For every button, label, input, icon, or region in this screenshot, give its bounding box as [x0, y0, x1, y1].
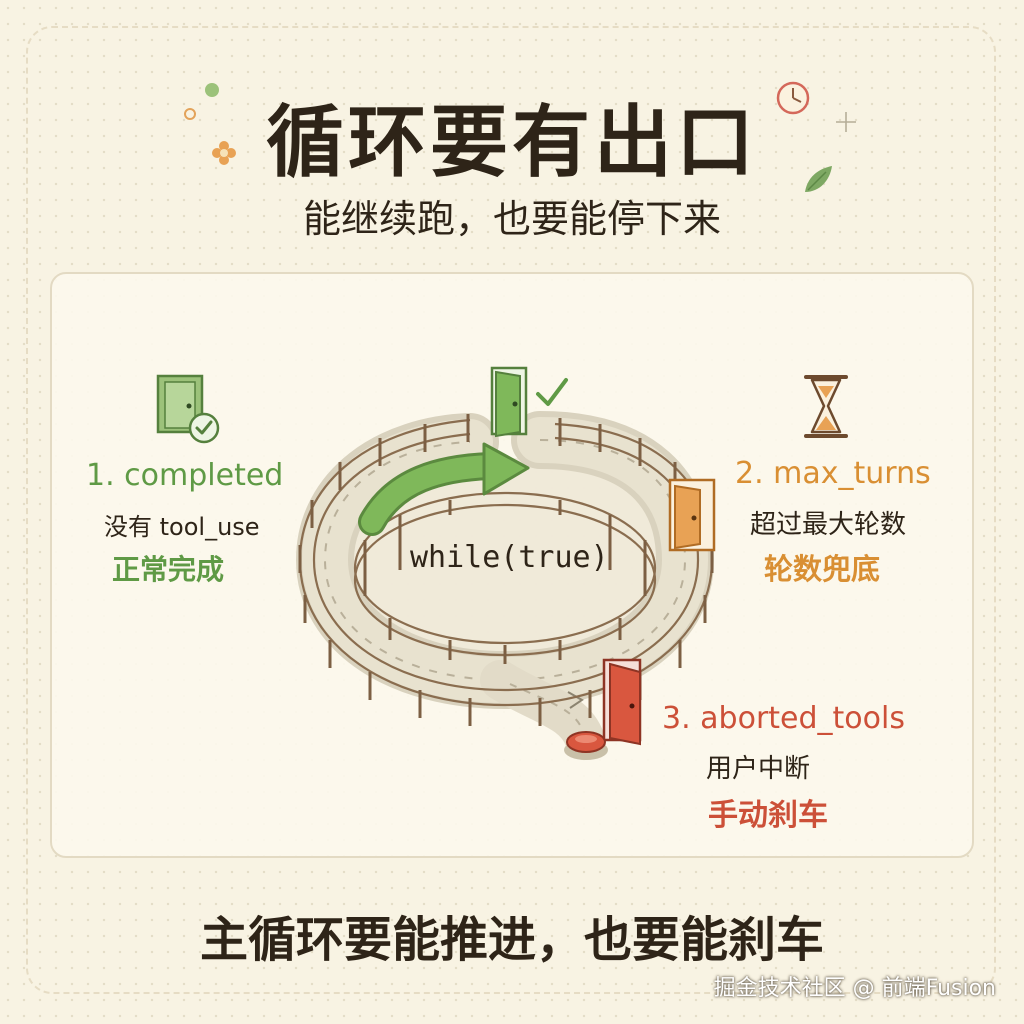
exit-branch-road — [480, 660, 605, 760]
top-door-icon — [490, 366, 568, 438]
flower-icon — [212, 141, 236, 165]
decorations — [184, 81, 856, 192]
footer-slogan: 主循环要能推进，也要能刹车 — [199, 912, 824, 968]
exit-2-desc: 超过最大轮数 — [750, 510, 907, 540]
fence-posts — [298, 414, 714, 726]
exit-1-note: 正常完成 — [112, 553, 225, 586]
stop-button-icon — [564, 731, 608, 760]
red-door-icon — [602, 658, 642, 746]
exit-1-desc: 没有 tool_use — [104, 513, 260, 541]
door-check-icon — [156, 374, 220, 444]
exit-3-note: 手动刹车 — [708, 798, 828, 833]
exit-3-name: 3. aborted_tools — [662, 701, 905, 736]
leaf-icon — [805, 166, 832, 192]
exit-2-note: 轮数兜底 — [764, 552, 881, 586]
hourglass-icon — [804, 375, 848, 438]
page-subtitle: 能继续跑，也要能停下来 — [302, 197, 721, 241]
loop-label: while(true) — [410, 540, 609, 575]
orange-door-icon — [668, 478, 716, 552]
clock-icon — [776, 81, 810, 115]
dot-icon — [184, 83, 219, 120]
exit-3-desc: 用户中断 — [706, 754, 811, 784]
watermark: 掘金技术社区 @ 前端Fusion — [713, 976, 996, 1001]
sparkle-icon — [836, 112, 856, 132]
outer-card — [26, 26, 996, 994]
exit-2-name: 2. max_turns — [735, 456, 931, 491]
exit-1-name: 1. completed — [86, 458, 284, 493]
page-title: 循环要有出口 — [265, 98, 758, 188]
